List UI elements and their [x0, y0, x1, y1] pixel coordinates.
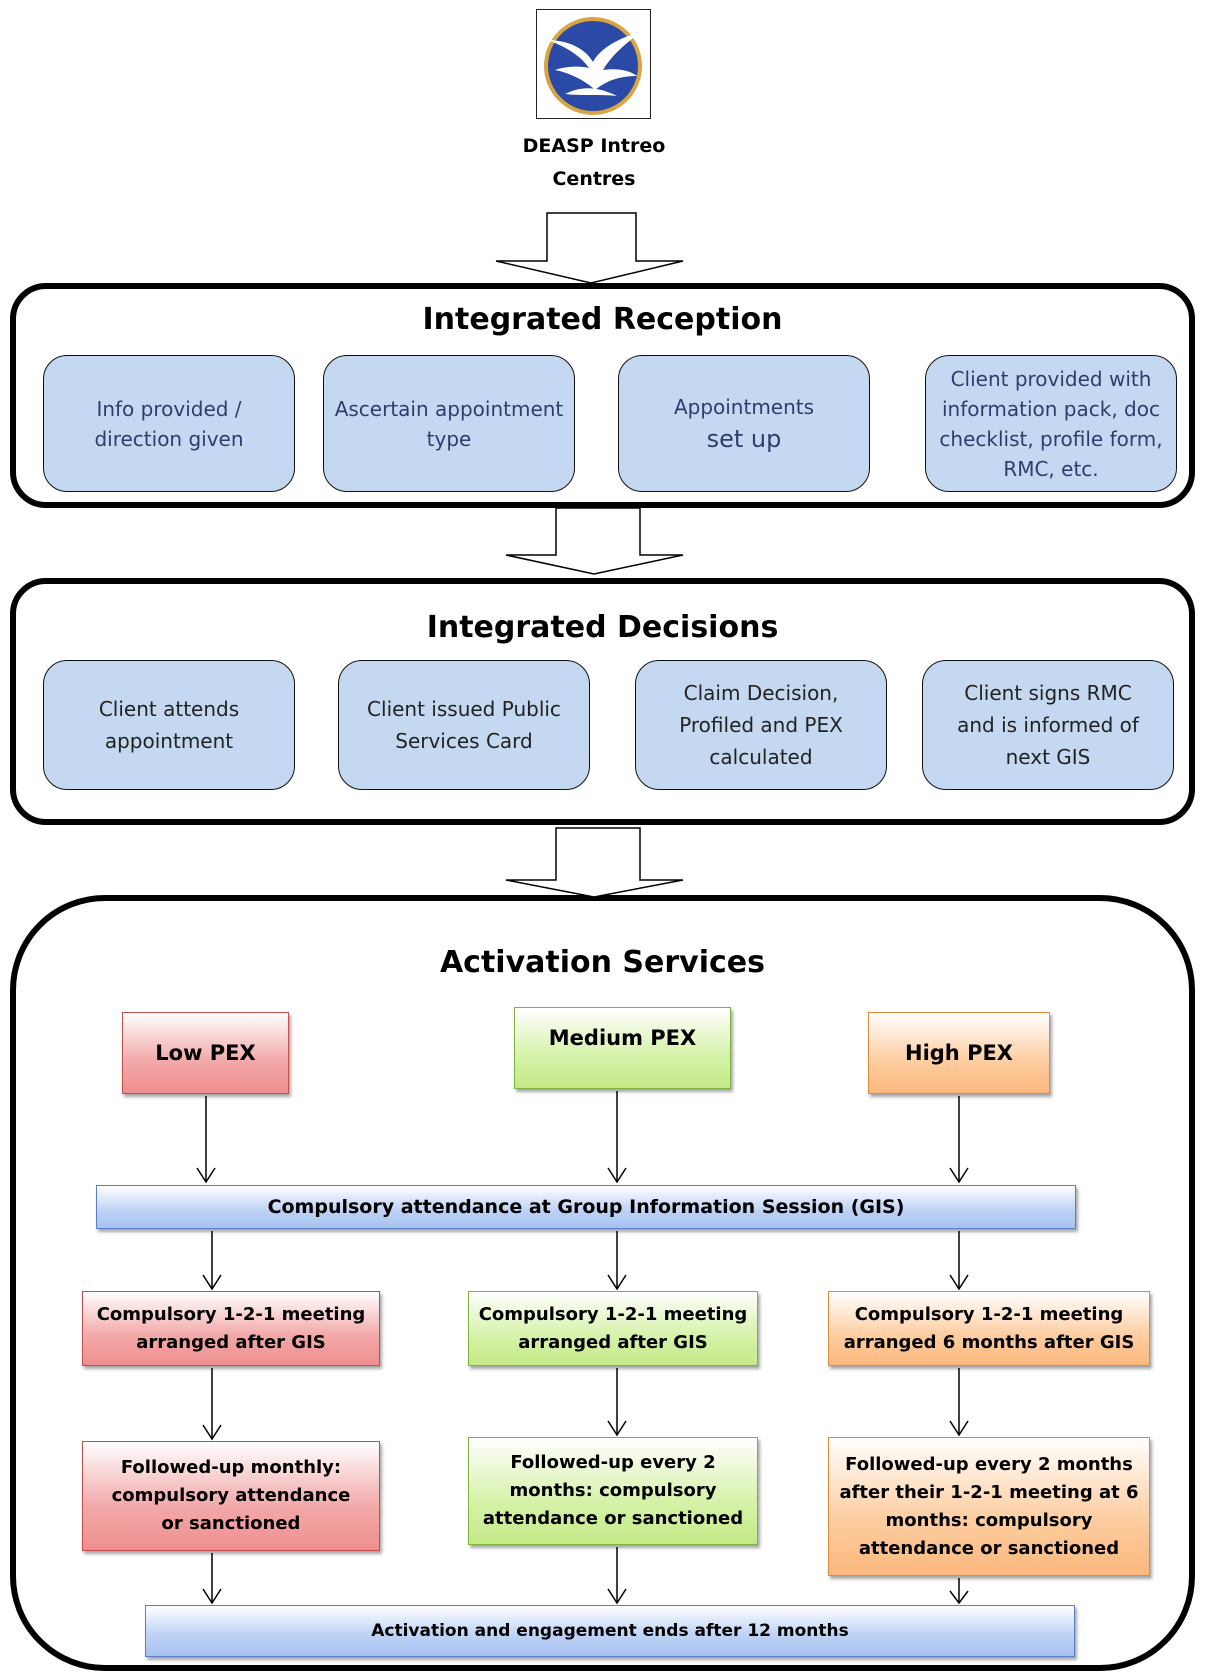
- card-line: Client provided with: [950, 366, 1152, 391]
- reception-card-info-pack: Client provided with information pack, do…: [925, 355, 1177, 492]
- step-line: attendance or sanctioned: [858, 1537, 1120, 1559]
- step-line: arranged 6 months after GIS: [843, 1331, 1135, 1353]
- arrow-medium-meeting-to-followup-head: [607, 1420, 627, 1437]
- card-line: type: [426, 426, 472, 451]
- reception-title: Integrated Reception: [422, 302, 783, 337]
- decisions-card-rmc: Client signs RMC and is informed of next G…: [922, 660, 1174, 790]
- step-line: Compulsory 1-2-1 meeting: [478, 1303, 748, 1325]
- card-line: Client signs RMC: [964, 681, 1132, 705]
- card-line: Client issued Public: [367, 697, 561, 721]
- arrow-gis-to-high-meeting-head: [949, 1274, 969, 1291]
- medium-meeting-box: Compulsory 1-2-1 meeting arranged after G…: [468, 1291, 758, 1366]
- end-banner: Activation and engagement ends after 12 …: [145, 1605, 1075, 1657]
- high-followup-box: Followed-up every 2 months after their 1-…: [828, 1437, 1150, 1576]
- step-line: Followed-up monthly:: [120, 1457, 342, 1478]
- step-line: arranged after GIS: [518, 1331, 708, 1353]
- arrow-gis-to-medium-meeting-head: [607, 1274, 627, 1291]
- card-line: information pack, doc: [942, 396, 1160, 421]
- step-line: compulsory attendance: [111, 1485, 351, 1506]
- low-followup-box: Followed-up monthly: compulsory attendanc…: [82, 1441, 380, 1551]
- card-line: calculated: [709, 745, 813, 769]
- caption-line1: DEASP Intreo: [522, 135, 666, 157]
- step-line: Followed-up every 2: [510, 1452, 716, 1473]
- card-line: and is informed of: [957, 713, 1139, 737]
- arrow-low-to-gis-head: [196, 1167, 216, 1184]
- arrow-low-followup-to-end-head: [202, 1588, 222, 1605]
- card-line: Info provided /: [96, 396, 242, 421]
- card-line: checklist, profile form,: [939, 426, 1163, 451]
- block-arrow-to-reception: [495, 212, 684, 284]
- reception-card-ascertain: Ascertain appointment type: [323, 355, 575, 492]
- dove-logo-icon: [544, 17, 642, 115]
- logo-frame: [536, 9, 651, 119]
- step-line: Compulsory 1-2-1 meeting: [96, 1303, 366, 1325]
- card-line: Ascertain appointment: [334, 396, 564, 421]
- card-line: Appointments: [673, 394, 815, 419]
- arrow-gis-to-low-meeting-head: [202, 1274, 222, 1291]
- gis-banner: Compulsory attendance at Group Informati…: [96, 1185, 1076, 1229]
- low-pex-box: Low PEX: [122, 1012, 289, 1094]
- card-line: next GIS: [1005, 745, 1091, 769]
- step-line: months: compulsory: [509, 1480, 717, 1501]
- step-line: attendance or sanctioned: [482, 1508, 744, 1529]
- card-line: Claim Decision,: [683, 681, 839, 705]
- card-line: set up: [706, 424, 782, 453]
- decisions-card-attends: Client attends appointment: [43, 660, 295, 790]
- arrow-high-followup-to-end-head: [949, 1590, 969, 1605]
- decisions-card-claim: Claim Decision, Profiled and PEX calculate…: [635, 660, 887, 790]
- arrow-high-meeting-to-followup-head: [949, 1420, 969, 1437]
- card-line: RMC, etc.: [1003, 456, 1099, 481]
- card-line: appointment: [104, 729, 234, 753]
- low-meeting-box: Compulsory 1-2-1 meeting arranged after G…: [82, 1291, 380, 1366]
- medium-pex-box: Medium PEX: [514, 1007, 731, 1089]
- reception-card-info: Info provided / direction given: [43, 355, 295, 492]
- arrow-medium-to-gis-head: [607, 1167, 627, 1184]
- block-arrow-to-decisions: [505, 507, 684, 575]
- caption-line2: Centres: [552, 168, 636, 190]
- step-line: or sanctioned: [161, 1513, 301, 1534]
- card-line: direction given: [94, 426, 244, 451]
- step-line: arranged after GIS: [136, 1331, 326, 1353]
- arrow-high-to-gis-head: [949, 1167, 969, 1184]
- logo-caption: DEASP Intreo Centres: [500, 130, 688, 196]
- card-line: Services Card: [395, 729, 533, 753]
- card-line: Client attends: [98, 697, 240, 721]
- step-line: months: compulsory: [885, 1509, 1093, 1531]
- high-pex-box: High PEX: [868, 1012, 1050, 1094]
- arrow-medium-followup-to-end-head: [607, 1588, 627, 1605]
- step-line: Compulsory 1-2-1 meeting: [854, 1303, 1124, 1325]
- decisions-title: Integrated Decisions: [426, 610, 779, 645]
- medium-followup-box: Followed-up every 2 months: compulsory att…: [468, 1437, 758, 1545]
- high-meeting-box: Compulsory 1-2-1 meeting arranged 6 month…: [828, 1291, 1150, 1366]
- step-line: after their 1-2-1 meeting at 6: [839, 1481, 1139, 1503]
- step-line: Followed-up every 2 months: [845, 1453, 1133, 1475]
- reception-card-appointments: Appointments set up: [618, 355, 870, 492]
- arrow-low-meeting-to-followup-head: [202, 1424, 222, 1441]
- card-line: Profiled and PEX: [679, 713, 843, 737]
- activation-title: Activation Services: [439, 945, 766, 980]
- block-arrow-to-activation: [505, 827, 684, 898]
